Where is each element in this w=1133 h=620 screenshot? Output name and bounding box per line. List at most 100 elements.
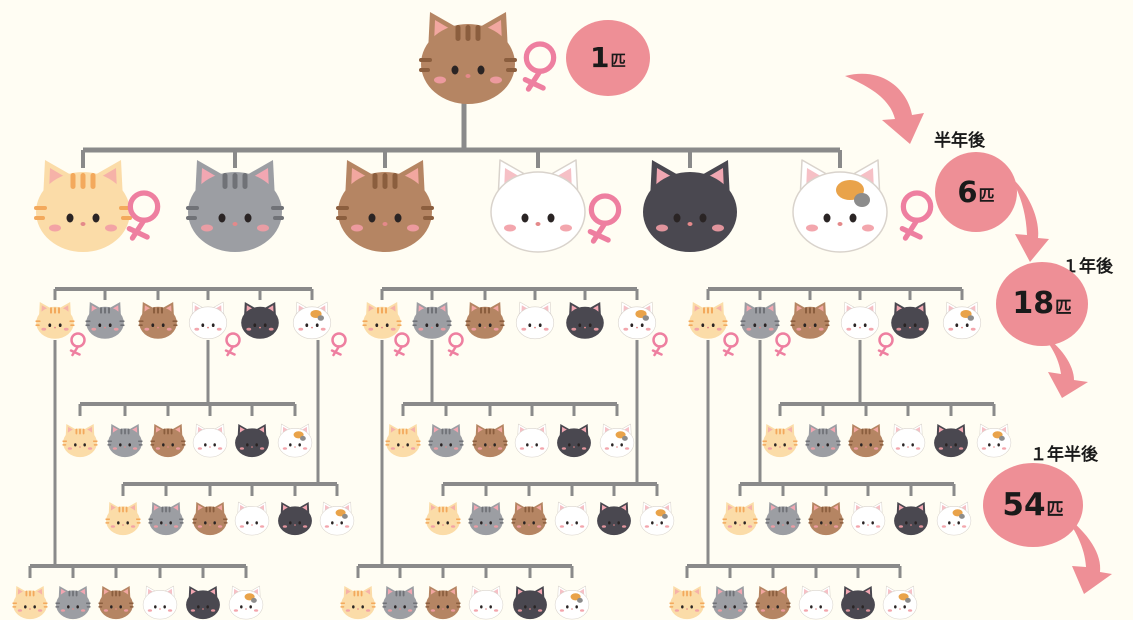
count-unit: 匹 <box>978 186 995 206</box>
cat-gray-tabby <box>805 424 841 458</box>
cat-brown-tabby <box>192 502 228 536</box>
cat-white <box>840 301 880 340</box>
cat-gray-tabby <box>740 302 780 339</box>
cat-gray-tabby <box>85 302 125 339</box>
count-unit: 匹 <box>1055 298 1072 318</box>
period-label-one-and-half-year: １年半後 <box>1030 445 1098 465</box>
cat-black <box>891 302 929 339</box>
count-unit: 匹 <box>610 52 626 71</box>
cat-orange-tabby <box>34 160 132 252</box>
progression-arrows <box>845 73 1112 594</box>
cat-calico <box>554 585 590 620</box>
cat-brown-tabby <box>755 586 791 620</box>
cat-gray-tabby <box>107 424 143 458</box>
cat-white <box>468 585 504 620</box>
female-symbol-icon <box>722 332 739 357</box>
cat-black <box>186 586 220 620</box>
cat-brown-tabby <box>336 160 434 252</box>
progression-arrow <box>845 73 924 144</box>
female-symbol-icon <box>447 332 464 357</box>
cat-black <box>643 160 737 252</box>
cat-calico <box>599 423 635 458</box>
cat-white <box>798 585 834 620</box>
female-symbol-icon <box>522 41 557 92</box>
cat-orange-tabby <box>62 424 98 458</box>
cat-brown-tabby <box>138 302 178 339</box>
cat-brown-tabby <box>150 424 186 458</box>
cat-calico <box>942 301 982 340</box>
count-value: 6 <box>957 174 978 209</box>
female-symbol-icon <box>393 332 410 357</box>
cat-calico <box>228 585 264 620</box>
cat-orange-tabby <box>762 424 798 458</box>
cat-white <box>192 423 228 458</box>
family-tree-lines <box>28 102 996 578</box>
cat-faces <box>12 12 1012 620</box>
cat-white <box>142 585 178 620</box>
cat-black <box>566 302 604 339</box>
count-value: 54 <box>1002 486 1046 523</box>
cat-black <box>557 424 591 458</box>
female-symbols <box>69 41 934 357</box>
female-symbol-icon <box>899 190 934 241</box>
cat-orange-tabby <box>688 302 728 339</box>
cat-white <box>890 423 926 458</box>
progression-arrow <box>1010 176 1049 262</box>
cat-black <box>597 502 631 536</box>
cat-calico <box>976 423 1012 458</box>
cat-orange-tabby <box>35 302 75 339</box>
cat-calico <box>639 501 675 536</box>
female-symbol-icon <box>330 332 347 357</box>
cat-calico <box>936 501 972 536</box>
cat-gray-tabby <box>55 586 91 620</box>
cat-calico <box>319 501 355 536</box>
cat-white <box>554 501 590 536</box>
cat-brown-tabby <box>465 302 505 339</box>
cat-orange-tabby <box>105 502 141 536</box>
cat-orange-tabby <box>722 502 758 536</box>
progression-arrow <box>1038 331 1088 398</box>
cat-brown-tabby <box>790 302 830 339</box>
cat-brown-tabby <box>848 424 884 458</box>
cat-gray-tabby <box>428 424 464 458</box>
female-symbol-icon <box>224 332 241 357</box>
female-symbol-icon <box>69 332 86 357</box>
count-value: 1 <box>590 41 610 74</box>
cat-orange-tabby <box>425 502 461 536</box>
cat-orange-tabby <box>362 302 402 339</box>
female-symbol-icon <box>587 193 622 244</box>
cat-gray-tabby <box>382 586 418 620</box>
cat-orange-tabby <box>669 586 705 620</box>
cat-calico <box>882 585 918 620</box>
female-symbol-icon <box>877 332 894 357</box>
cat-white <box>188 301 228 340</box>
female-symbol-icon <box>651 332 668 357</box>
cat-gray-tabby <box>148 502 184 536</box>
cat-black <box>841 586 875 620</box>
cat-white <box>514 423 550 458</box>
cat-white <box>850 501 886 536</box>
cat-calico <box>277 423 313 458</box>
female-symbol-icon <box>126 190 161 241</box>
cat-gray-tabby <box>468 502 504 536</box>
cat-white <box>490 159 586 253</box>
cat-white <box>515 301 555 340</box>
count-value: 18 <box>1012 286 1055 321</box>
cat-black <box>241 302 279 339</box>
cat-black <box>934 424 968 458</box>
cat-brown-tabby <box>472 424 508 458</box>
cat-brown-tabby <box>419 12 517 104</box>
cat-brown-tabby <box>425 586 461 620</box>
cat-black <box>513 586 547 620</box>
cat-brown-tabby <box>808 502 844 536</box>
period-label-one-year: １年後 <box>1062 257 1113 277</box>
cat-black <box>894 502 928 536</box>
cat-white <box>234 501 270 536</box>
cat-orange-tabby <box>340 586 376 620</box>
cat-orange-tabby <box>12 586 48 620</box>
